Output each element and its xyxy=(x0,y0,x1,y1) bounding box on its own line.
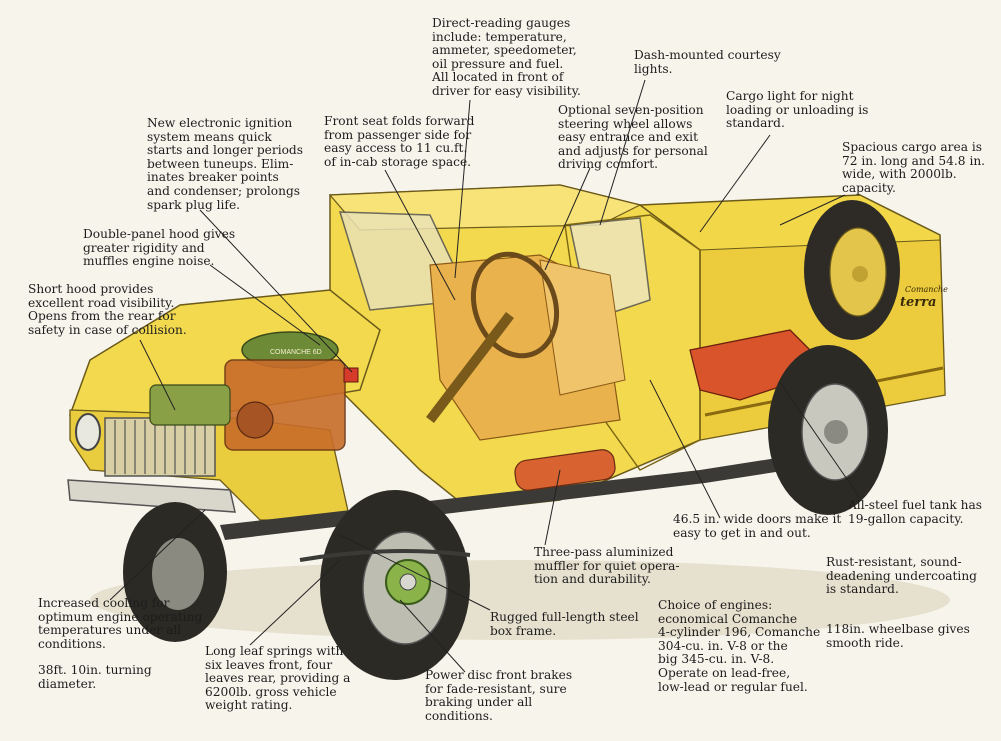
leader-lines xyxy=(109,79,861,673)
front-right-wheel xyxy=(320,490,470,680)
grille xyxy=(104,417,216,477)
ground-shadow xyxy=(90,560,950,640)
frame-callout: Rugged full-length steel box frame. xyxy=(490,610,639,638)
front-left-wheel xyxy=(123,502,227,642)
undercoating-callout: Rust-resistant, sound- deadening underco… xyxy=(826,555,977,597)
wheelbase-callout: 118in. wheelbase gives smooth ride. xyxy=(826,622,970,650)
cooling-callout: Increased cooling for optimum engine ope… xyxy=(38,596,203,651)
fuel-tank-callout: All-steel fuel tank has 19-gallon capaci… xyxy=(848,498,983,526)
double-hood-callout: Double-panel hood gives greater rigidity… xyxy=(83,227,236,269)
spare-tire xyxy=(804,200,900,340)
side-badge-model: Comanche xyxy=(905,285,948,294)
ignition-callout: New electronic ignition system means qui… xyxy=(147,116,303,212)
gauges-callout: Direct-reading gauges include: temperatu… xyxy=(432,16,581,98)
steering-wheel xyxy=(470,251,560,359)
springs-callout: Long leaf springs with six leaves front,… xyxy=(205,644,351,713)
short-hood-callout: Short hood provides excellent road visib… xyxy=(28,282,187,337)
front-seat-callout: Front seat folds forward from passenger … xyxy=(324,114,475,169)
leaf-spring xyxy=(299,549,471,562)
turning-callout: 38ft. 10in. turning diameter. xyxy=(38,663,152,691)
brakes-callout: Power disc front brakes for fade-resista… xyxy=(425,668,573,723)
seat-back xyxy=(539,259,626,396)
steering-wheel-callout: Optional seven-position steering wheel a… xyxy=(558,103,708,172)
doors-callout: 46.5 in. wide doors make it easy to get … xyxy=(673,512,842,540)
cargo-area-callout: Spacious cargo area is 72 in. long and 5… xyxy=(842,140,986,195)
muffler-callout: Three-pass aluminized muffler for quiet … xyxy=(534,545,680,587)
cargo-light-callout: Cargo light for night loading or unloadi… xyxy=(726,89,869,131)
engines-callout: Choice of engines: economical Comanche 4… xyxy=(658,598,821,694)
side-badge-name: terra xyxy=(900,295,936,310)
engine-badge: COMANCHE 6D xyxy=(270,349,322,356)
rear-wheel xyxy=(768,345,888,515)
front-bumper xyxy=(67,479,236,513)
courtesy-lights-callout: Dash-mounted courtesy lights. xyxy=(634,48,781,76)
steering-column xyxy=(426,311,514,424)
headlight xyxy=(75,413,101,451)
engine xyxy=(149,331,346,451)
ignition-module xyxy=(343,367,359,383)
muffler xyxy=(514,449,616,491)
